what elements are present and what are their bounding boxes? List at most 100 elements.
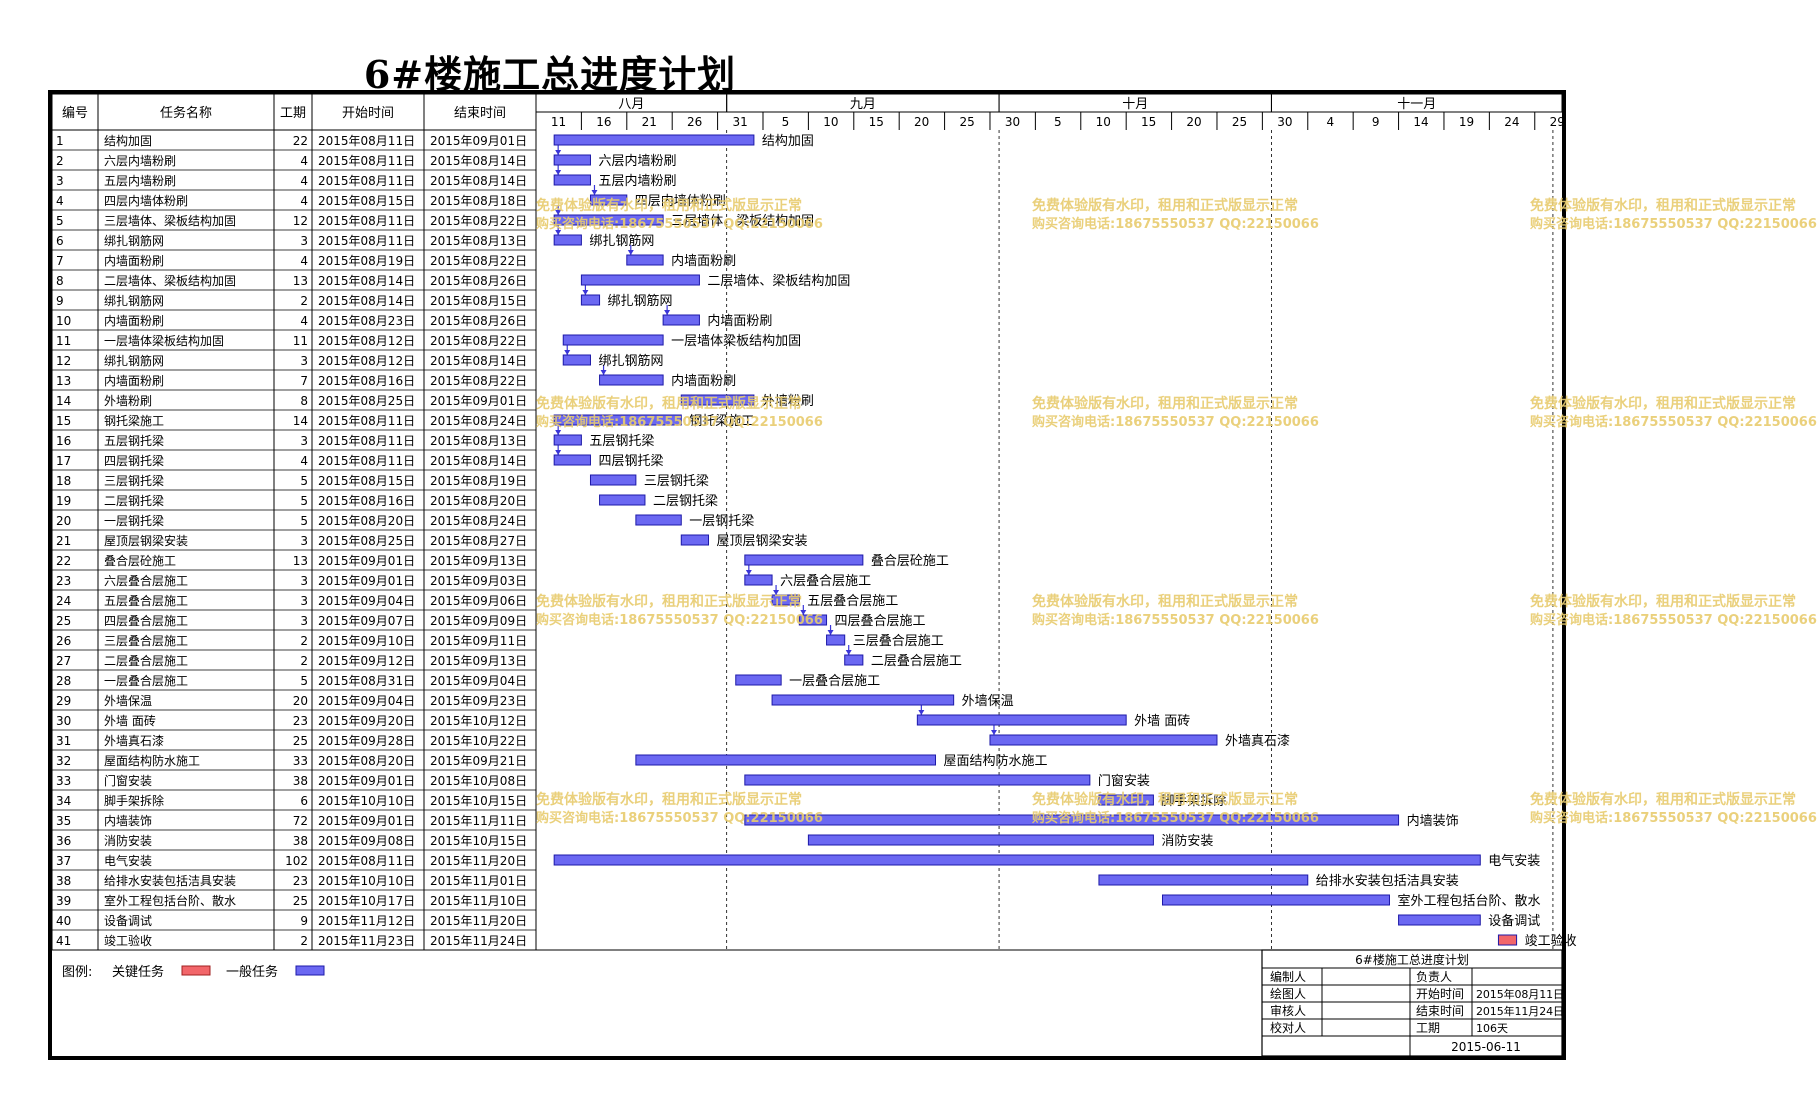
legend-normal-label: 一般任务 bbox=[226, 964, 278, 980]
task-id: 6 bbox=[56, 234, 64, 248]
dependency-arrow bbox=[564, 350, 571, 355]
gantt-bar bbox=[798, 614, 828, 626]
tick-label: 20 bbox=[914, 115, 929, 129]
task-end: 2015年11月20日 bbox=[430, 854, 527, 868]
task-start: 2015年08月11日 bbox=[318, 414, 415, 428]
task-end: 2015年09月21日 bbox=[430, 754, 527, 768]
gantt-bar bbox=[826, 634, 846, 646]
task-start: 2015年09月04日 bbox=[318, 594, 415, 608]
task-end: 2015年09月13日 bbox=[430, 654, 527, 668]
gantt-bar-label: 三层墙体、梁板结构加固 bbox=[671, 214, 814, 229]
gantt-bar-label: 一层钢托梁 bbox=[689, 514, 754, 529]
task-name: 钢托梁施工 bbox=[104, 413, 164, 428]
gantt-bar-label: 屋顶层钢梁安装 bbox=[717, 534, 808, 549]
gantt-bar-label: 绑扎钢筋网 bbox=[608, 293, 673, 309]
task-start: 2015年09月01日 bbox=[318, 554, 415, 568]
gantt-bar bbox=[553, 154, 591, 166]
task-end: 2015年08月14日 bbox=[430, 354, 527, 368]
watermark-line2: 购买咨询电话:18675550537 QQ:22150066 bbox=[1530, 810, 1817, 826]
task-name: 绑扎钢筋网 bbox=[104, 233, 164, 248]
watermark-line1: 免费体验版有水印，租用和正式版显示正常 bbox=[1032, 197, 1298, 214]
gantt-bar bbox=[599, 494, 646, 506]
task-id: 13 bbox=[56, 374, 71, 388]
month-label: 八月 bbox=[618, 97, 644, 112]
task-name: 一层钢托梁 bbox=[104, 513, 164, 528]
task-start: 2015年08月20日 bbox=[318, 754, 415, 768]
gantt-bar bbox=[662, 314, 700, 326]
tick-label: 10 bbox=[1096, 115, 1111, 129]
task-name: 屋面结构防水施工 bbox=[104, 753, 200, 768]
tick-label: 10 bbox=[823, 115, 838, 129]
tick-label: 15 bbox=[869, 115, 884, 129]
task-duration: 4 bbox=[300, 194, 308, 208]
task-id: 34 bbox=[56, 794, 71, 808]
dependency-arrow bbox=[827, 630, 834, 635]
dependency-arrow bbox=[555, 170, 562, 175]
gantt-bar-label: 电气安装 bbox=[1488, 853, 1540, 869]
task-start: 2015年08月16日 bbox=[318, 374, 415, 388]
info-label: 审核人 bbox=[1270, 1003, 1306, 1018]
gantt-bar-label: 消防安装 bbox=[1161, 833, 1213, 849]
task-end: 2015年08月26日 bbox=[430, 274, 527, 288]
gantt-bar-label: 外墙真石漆 bbox=[1225, 733, 1290, 749]
task-start: 2015年10月10日 bbox=[318, 874, 415, 888]
task-start: 2015年08月11日 bbox=[318, 174, 415, 188]
tick-label: 11 bbox=[551, 115, 566, 129]
info-value-2: 2015年08月11日 bbox=[1476, 987, 1564, 1001]
tick-label: 25 bbox=[959, 115, 974, 129]
gantt-frame bbox=[48, 90, 1566, 1060]
task-end: 2015年11月10日 bbox=[430, 894, 527, 908]
task-name: 门窗安装 bbox=[104, 773, 152, 788]
task-start: 2015年09月28日 bbox=[318, 734, 415, 748]
gantt-bar-label: 一层墙体梁板结构加固 bbox=[671, 334, 801, 349]
watermark-line2: 购买咨询电话:18675550537 QQ:22150066 bbox=[536, 216, 823, 232]
task-end: 2015年08月26日 bbox=[430, 314, 527, 328]
task-id: 23 bbox=[56, 574, 71, 588]
task-end: 2015年09月23日 bbox=[430, 694, 527, 708]
task-start: 2015年10月17日 bbox=[318, 894, 415, 908]
task-id: 24 bbox=[56, 594, 71, 608]
watermark-line2: 购买咨询电话:18675550537 QQ:22150066 bbox=[1530, 612, 1817, 628]
task-duration: 8 bbox=[300, 394, 308, 408]
gantt-bar-label: 外墙粉刷 bbox=[762, 394, 814, 409]
task-start: 2015年08月25日 bbox=[318, 394, 415, 408]
task-name: 电气安装 bbox=[104, 853, 152, 868]
gantt-bar-label: 六层叠合层施工 bbox=[780, 574, 871, 589]
gantt-bar-label: 屋面结构防水施工 bbox=[944, 753, 1048, 769]
task-duration: 23 bbox=[293, 874, 308, 888]
watermark-line1: 免费体验版有水印，租用和正式版显示正常 bbox=[1032, 593, 1298, 610]
task-id: 32 bbox=[56, 754, 71, 768]
task-duration: 5 bbox=[300, 514, 308, 528]
task-id: 41 bbox=[56, 934, 71, 948]
task-duration: 102 bbox=[285, 854, 308, 868]
task-name: 结构加固 bbox=[104, 133, 152, 148]
task-name: 内墙装饰 bbox=[104, 814, 152, 828]
gantt-bar bbox=[771, 594, 800, 606]
task-end: 2015年08月13日 bbox=[430, 434, 527, 448]
tick-label: 19 bbox=[1459, 115, 1474, 129]
info-label-2: 结束时间 bbox=[1416, 1004, 1464, 1018]
gantt-bar-label: 五层叠合层施工 bbox=[807, 594, 898, 609]
dependency-arrow bbox=[555, 230, 562, 235]
task-duration: 2 bbox=[300, 934, 308, 948]
task-start: 2015年09月01日 bbox=[318, 574, 415, 588]
task-duration: 72 bbox=[293, 814, 308, 828]
task-end: 2015年09月03日 bbox=[430, 574, 527, 588]
watermark-line2: 购买咨询电话:18675550537 QQ:22150066 bbox=[1530, 414, 1817, 430]
task-start: 2015年08月12日 bbox=[318, 354, 415, 368]
task-start: 2015年09月01日 bbox=[318, 774, 415, 788]
gantt-bar bbox=[680, 534, 710, 546]
gantt-bar bbox=[635, 754, 937, 766]
task-duration: 38 bbox=[293, 774, 308, 788]
task-end: 2015年10月12日 bbox=[430, 714, 527, 728]
task-end: 2015年08月27日 bbox=[430, 534, 527, 548]
gantt-bar-label: 六层内墙粉刷 bbox=[598, 153, 676, 169]
task-name: 三层叠合层施工 bbox=[104, 633, 188, 648]
gantt-bar-label: 内墙面粉刷 bbox=[707, 313, 772, 329]
watermark-line2: 购买咨询电话:18675550537 QQ:22150066 bbox=[536, 414, 823, 430]
legend-title: 图例: bbox=[62, 965, 92, 980]
gantt-bar-label: 绑扎钢筋网 bbox=[598, 353, 663, 369]
task-name: 二层钢托梁 bbox=[104, 493, 164, 508]
column-header-5: 结束时间 bbox=[454, 106, 506, 121]
legend-critical-swatch bbox=[181, 965, 211, 976]
